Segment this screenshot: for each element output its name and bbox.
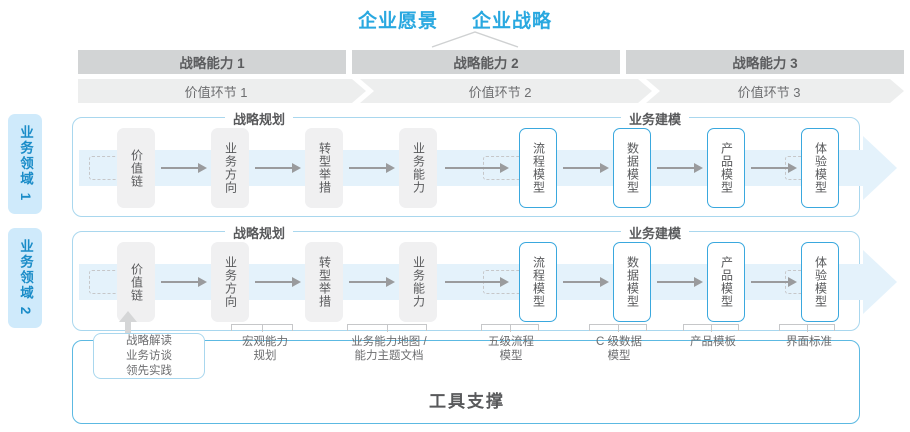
value-stage-bar: 价值环节 1 价值环节 2 价值环节 3 — [78, 79, 904, 103]
tool-item-3: 五级流程模型 — [473, 335, 549, 364]
phase-label-strategy-planning-1: 战略规划 — [225, 109, 294, 128]
capability-cell-1: 战略能力 1 — [78, 50, 346, 74]
tool-item-1-line-2: 规划 — [253, 350, 277, 363]
tool-item-6-line-1: 界面标准 — [786, 336, 832, 348]
flow-arrow-2-5-icon — [563, 277, 609, 287]
node-2-8[interactable]: 体验模型 — [801, 242, 839, 322]
tool-item-2: 业务能力地图 / 能力主题文档 — [335, 335, 443, 364]
flow-arrow-2-7-icon — [751, 277, 797, 287]
node-2-2[interactable]: 业务方向 — [211, 242, 249, 322]
node-1-7[interactable]: 产品模型 — [707, 128, 745, 208]
enterprise-vision-title: 企业愿景 — [357, 11, 438, 32]
tool-pill-strategy-inputs[interactable]: 战略解读 业务访谈 领先实践 — [93, 333, 205, 379]
capability-cell-3: 战略能力 3 — [626, 50, 904, 74]
flow-arrow-1-2-icon — [255, 163, 301, 173]
tool-item-4: C 级数据模型 — [581, 335, 657, 364]
node-2-7[interactable]: 产品模型 — [707, 242, 745, 322]
tool-item-1-line-1: 宏观能力 — [242, 336, 288, 348]
value-stage-label-3: 价值环节 3 — [737, 84, 801, 100]
tool-item-5: 产品模板 — [677, 335, 749, 349]
value-stage-cell-2: 价值环节 2 — [360, 79, 652, 103]
tool-pill-line-2: 业务访谈 — [126, 350, 172, 362]
value-stage-label-2: 价值环节 2 — [468, 84, 532, 100]
flow-arrow-1-4-icon — [445, 163, 509, 173]
node-1-2[interactable]: 业务方向 — [211, 128, 249, 208]
flow-arrow-2-6-icon — [657, 277, 703, 287]
enterprise-strategy-title: 企业战略 — [472, 11, 553, 32]
flow-arrow-1-1-icon — [161, 163, 207, 173]
phase-label-business-modeling-2: 业务建模 — [621, 223, 690, 242]
tool-item-3-line-2: 模型 — [499, 350, 523, 363]
vision-connector-icon — [431, 31, 519, 48]
node-1-3[interactable]: 转型举措 — [305, 128, 343, 208]
tool-to-valuechain-arrow-icon — [119, 311, 137, 340]
node-1-4[interactable]: 业务能力 — [399, 128, 437, 208]
node-2-5[interactable]: 流程模型 — [519, 242, 557, 322]
tool-support-box: 工具支撑 战略解读 业务访谈 领先实践 宏观能力规划 业务能力地图 / 能力主题文档… — [72, 324, 860, 424]
tool-pill-line-1: 战略解读 — [126, 334, 172, 347]
flow-arrow-1-6-icon — [657, 163, 703, 173]
node-2-3[interactable]: 转型举措 — [305, 242, 343, 322]
sidebar-tab-domain-2[interactable]: 业务领域 2 — [8, 228, 42, 328]
tool-item-5-line-1: 产品模板 — [690, 336, 736, 348]
domain-row-2: 战略规划 业务建模 价值链 业务方向 转型举措 业务能力 流程模型 数据模型 产品模型 体验模… — [72, 223, 897, 331]
value-stage-cell-3: 价值环节 3 — [646, 79, 904, 103]
tool-item-2-line-1: 业务能力地图 / — [351, 336, 427, 348]
tool-item-6: 界面标准 — [773, 335, 845, 349]
domain-row-1: 战略规划 业务建模 价值链 业务方向 转型举措 业务能力 流程模型 数据模型 产品模型 体验模… — [72, 109, 897, 217]
tool-support-title: 工具支撑 — [429, 392, 505, 411]
flow-arrow-1-3-icon — [349, 163, 395, 173]
node-1-1[interactable]: 价值链 — [117, 128, 155, 208]
value-stage-label-1: 价值环节 1 — [184, 84, 248, 100]
flow-arrowhead-1 — [863, 136, 897, 200]
flow-arrowhead-2 — [863, 250, 897, 314]
tool-item-4-line-2: 模型 — [607, 350, 631, 363]
node-2-1[interactable]: 价值链 — [117, 242, 155, 322]
phase-label-strategy-planning-2: 战略规划 — [225, 223, 294, 242]
tool-item-3-line-1: 五级流程 — [488, 336, 534, 348]
tool-item-1: 宏观能力规划 — [223, 335, 307, 364]
strategic-capability-bar: 战略能力 1 战略能力 2 战略能力 3 — [78, 50, 904, 74]
phase-label-business-modeling-1: 业务建模 — [621, 109, 690, 128]
node-1-5[interactable]: 流程模型 — [519, 128, 557, 208]
vision-strategy-header: 企业愿景 企业战略 — [0, 6, 910, 33]
tool-pill-line-3: 领先实践 — [126, 365, 172, 378]
value-stage-cell-1: 价值环节 1 — [78, 79, 366, 103]
flow-arrow-1-7-icon — [751, 163, 797, 173]
flow-arrow-2-2-icon — [255, 277, 301, 287]
node-1-8[interactable]: 体验模型 — [801, 128, 839, 208]
tool-item-4-line-1: C 级数据 — [596, 336, 642, 348]
node-2-6[interactable]: 数据模型 — [613, 242, 651, 322]
tool-item-2-line-2: 能力主题文档 — [354, 350, 424, 363]
flow-arrow-1-5-icon — [563, 163, 609, 173]
sidebar-tab-domain-1[interactable]: 业务领域 1 — [8, 114, 42, 214]
flow-arrow-2-3-icon — [349, 277, 395, 287]
node-1-6[interactable]: 数据模型 — [613, 128, 651, 208]
flow-arrow-2-1-icon — [161, 277, 207, 287]
flow-arrow-2-4-icon — [445, 277, 509, 287]
node-2-4[interactable]: 业务能力 — [399, 242, 437, 322]
capability-cell-2: 战略能力 2 — [352, 50, 620, 74]
